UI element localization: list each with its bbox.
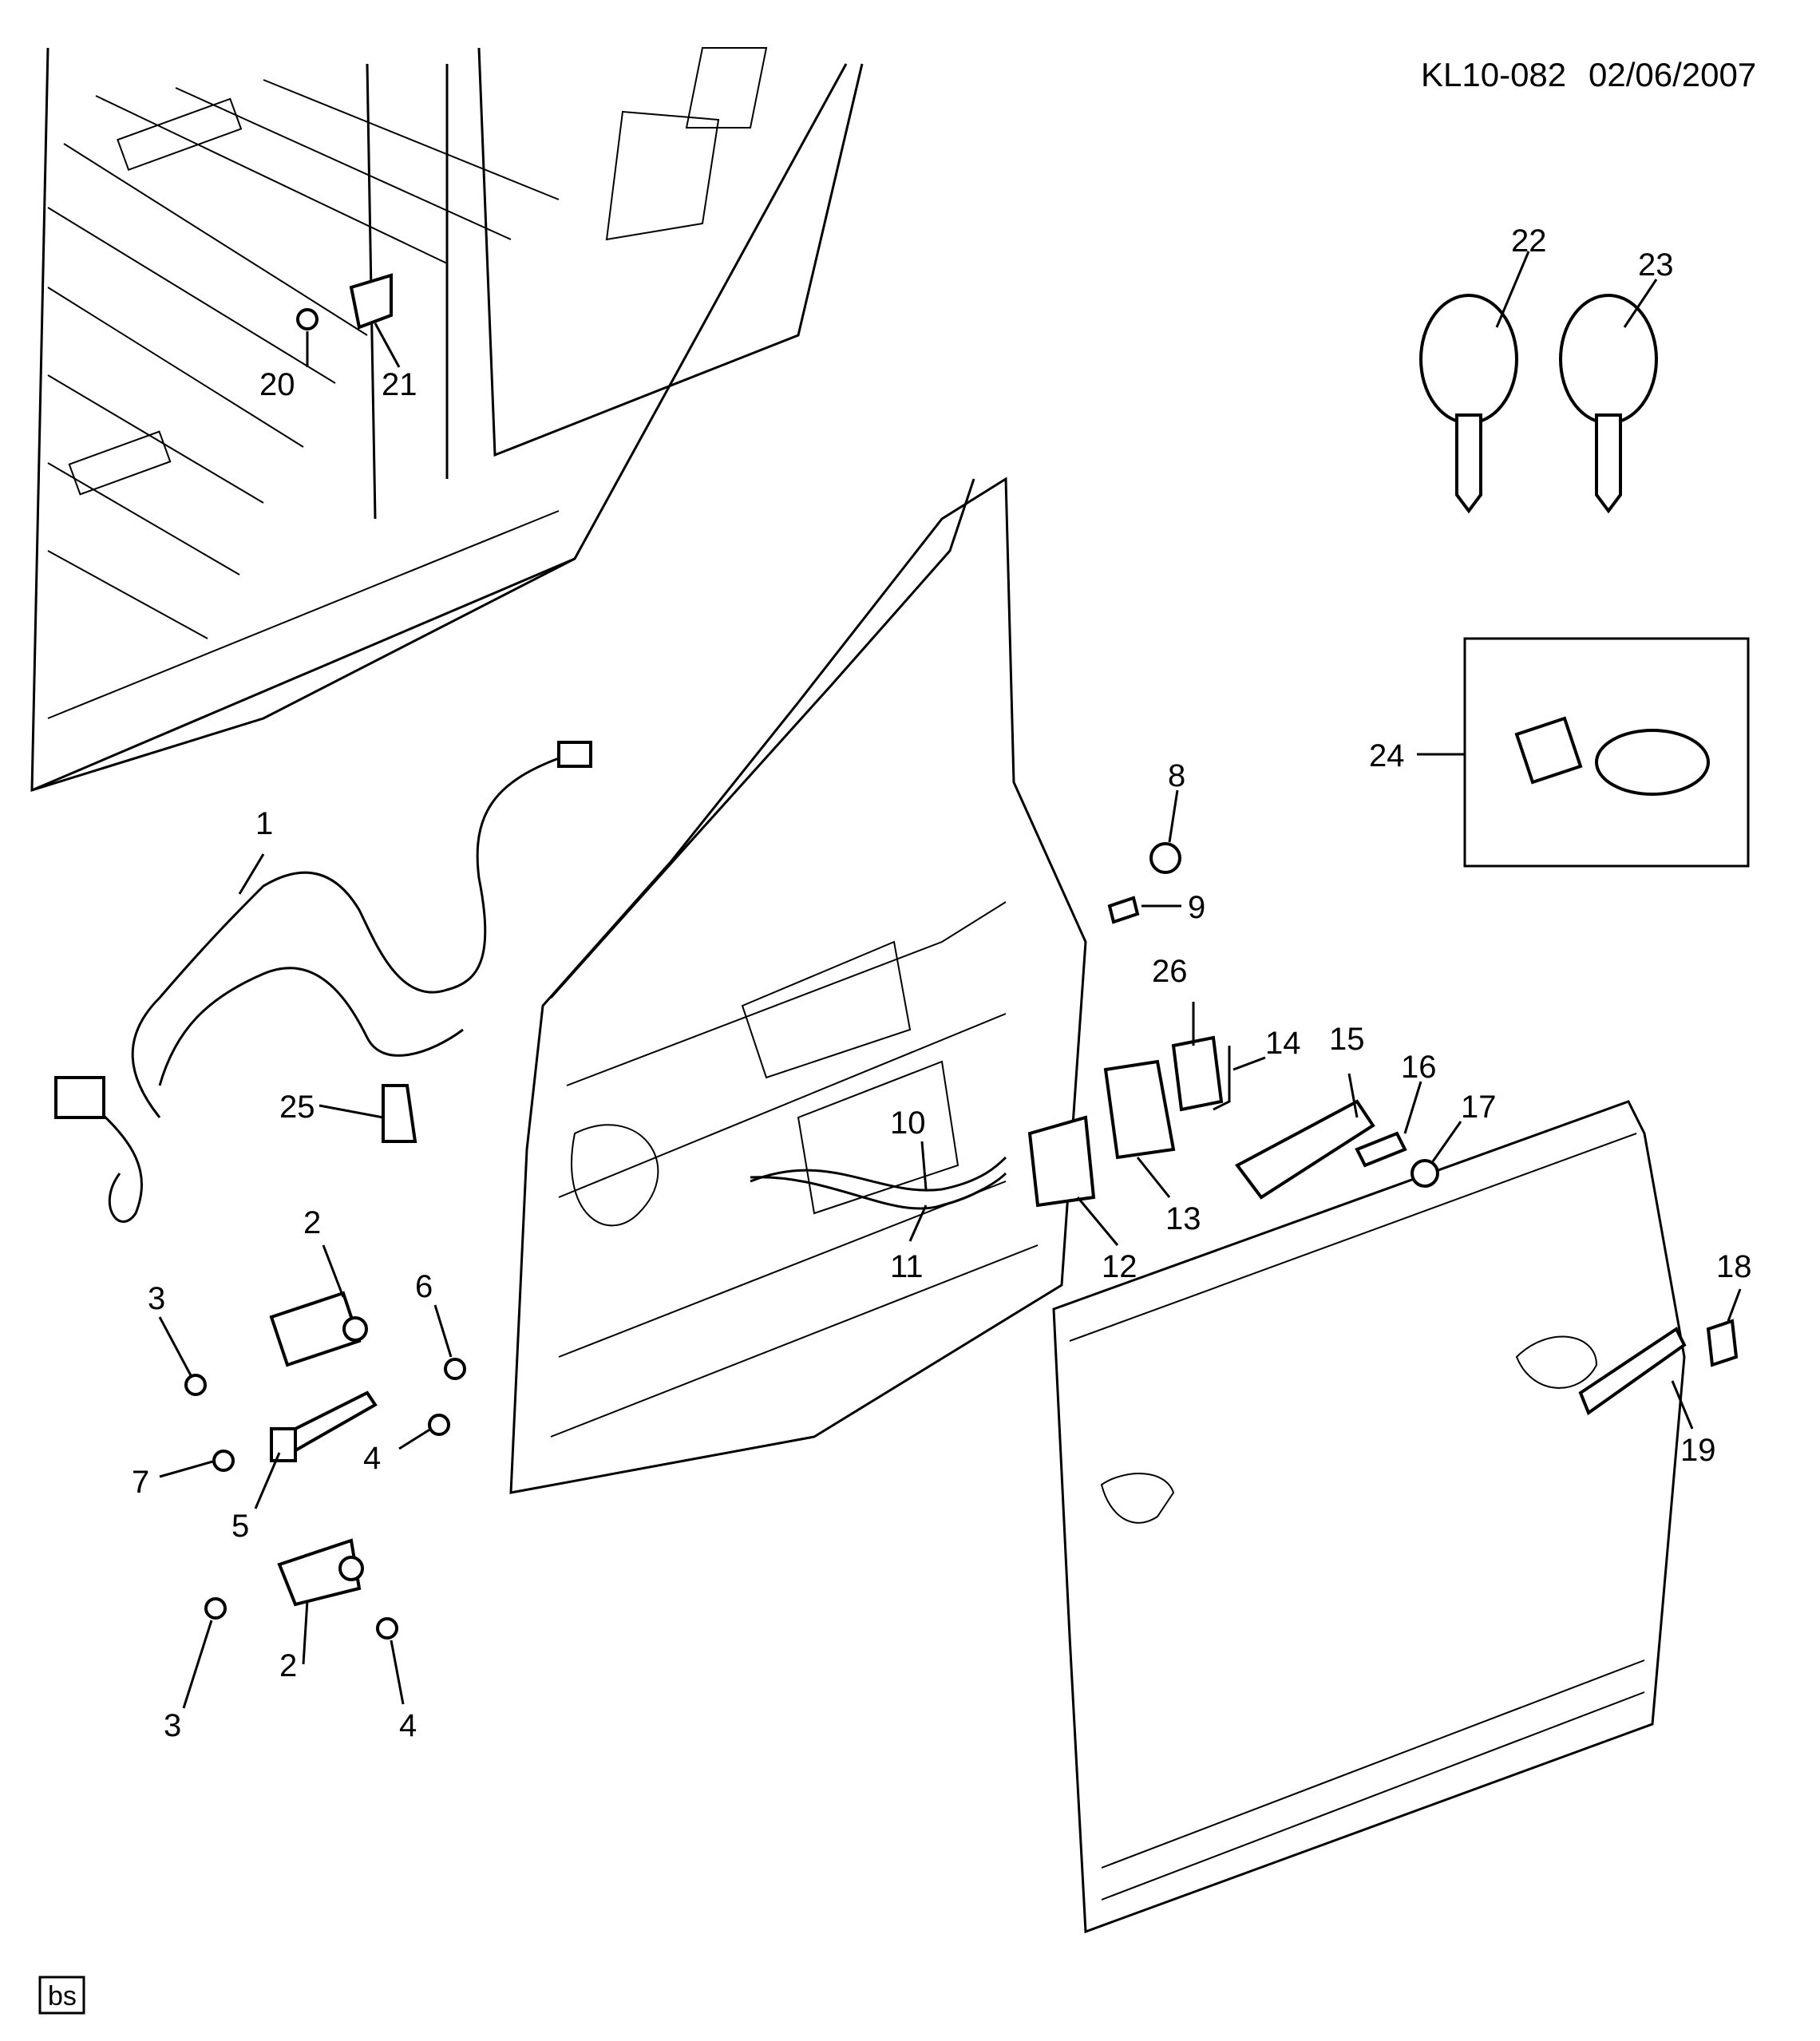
callout-2: 2 [303, 1205, 321, 1240]
drawing-date: 02/06/2007 [1589, 56, 1756, 93]
callout-7: 7 [132, 1465, 149, 1500]
leader-lines [158, 251, 1742, 1709]
lock-cylinder [1514, 716, 1710, 796]
footer-code-box [38, 1976, 85, 2015]
wiring-harness [54, 741, 592, 1223]
callout-3: 3 [148, 1281, 165, 1316]
part-9-screw [1107, 896, 1140, 924]
part-19-outside-handle [1578, 1327, 1687, 1416]
part-26-bracket [1171, 1035, 1224, 1112]
callout-4-lower: 4 [399, 1708, 417, 1743]
callout-6: 6 [415, 1269, 433, 1304]
callout-10: 10 [890, 1106, 926, 1141]
part-8-plug [1149, 842, 1181, 874]
part-24-lock-cylinder-box [1463, 637, 1750, 868]
callout-18: 18 [1716, 1249, 1752, 1284]
callout-9: 9 [1188, 890, 1205, 925]
part-25-cover [382, 1084, 417, 1143]
part-12-lock-actuator [1027, 1115, 1096, 1208]
callout-17: 17 [1461, 1090, 1497, 1125]
callout-23: 23 [1638, 247, 1674, 283]
callout-11: 11 [890, 1249, 924, 1284]
callout-2-lower: 2 [279, 1648, 297, 1683]
part-21-striker [349, 273, 393, 330]
callout-4: 4 [363, 1441, 381, 1476]
door-check-link [270, 1390, 378, 1462]
callout-5: 5 [231, 1509, 249, 1544]
part-18-handle-cap [1706, 1319, 1739, 1367]
callout-16: 16 [1401, 1050, 1437, 1085]
callout-20: 20 [259, 367, 295, 402]
key-23 [1559, 294, 1658, 514]
footer-code: bs [48, 1981, 77, 2011]
hinge-upper [269, 1291, 368, 1367]
part-16-gasket [1355, 1131, 1407, 1168]
bolts [184, 308, 466, 1640]
door-cables [750, 1156, 1007, 1210]
hinge-lower [277, 1538, 364, 1607]
key-22 [1419, 294, 1518, 514]
callout-22: 22 [1511, 223, 1547, 259]
callout-3-lower: 3 [164, 1708, 181, 1743]
part-14-rod [1213, 1046, 1231, 1111]
part-13-door-latch [1103, 1059, 1176, 1160]
callout-21: 21 [382, 367, 417, 402]
callout-25: 25 [279, 1090, 315, 1125]
callout-19: 19 [1680, 1433, 1716, 1468]
door-frame [509, 477, 1087, 1494]
drawing-id: KL10-082 [1421, 56, 1566, 93]
callout-26: 26 [1152, 954, 1188, 989]
part-15-handle-bracket [1235, 1099, 1375, 1200]
callout-8: 8 [1168, 758, 1185, 793]
body-floor-structure [30, 47, 864, 793]
callout-labels: 1 2 3 4 5 6 7 8 9 10 11 12 13 14 15 16 1… [132, 223, 1752, 1743]
part-17-clip [1410, 1159, 1439, 1188]
callout-1: 1 [255, 806, 273, 841]
outer-door-panel [1052, 1100, 1686, 1934]
callout-12: 12 [1102, 1249, 1138, 1284]
callout-14: 14 [1265, 1026, 1301, 1061]
callout-13: 13 [1165, 1201, 1201, 1236]
callout-24: 24 [1369, 738, 1405, 773]
callout-15: 15 [1329, 1022, 1365, 1057]
